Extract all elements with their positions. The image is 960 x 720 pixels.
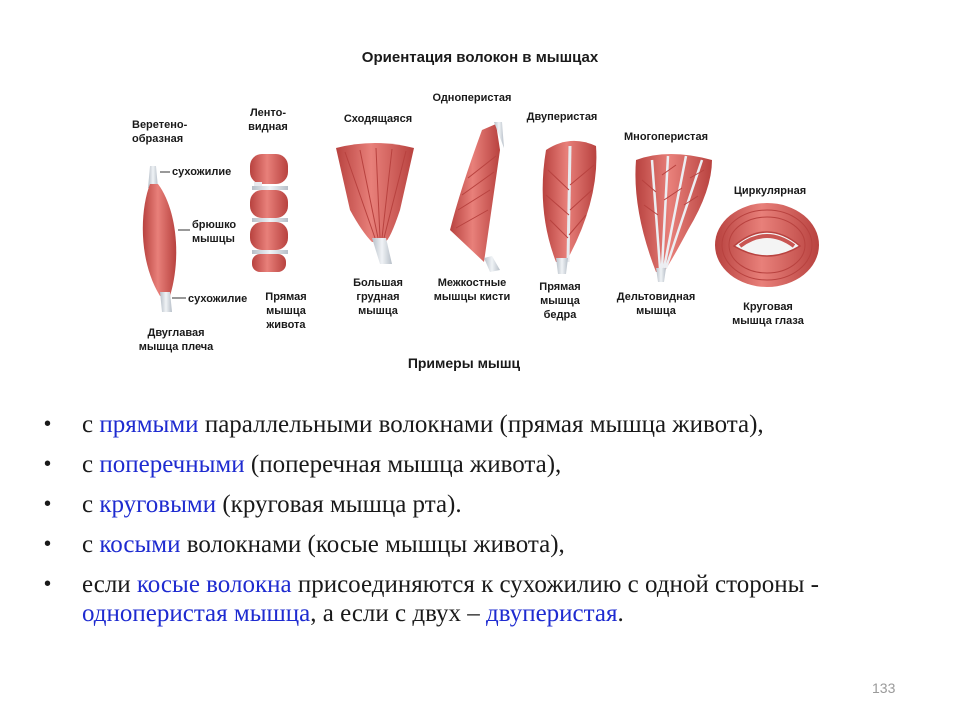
example-biceps-2: мышца плеча xyxy=(139,341,214,353)
bullet-text: (поперечная мышца живота), xyxy=(244,451,562,478)
type-label-fusiform-1: Веретено- xyxy=(132,119,188,131)
part-label-belly-2: мышцы xyxy=(192,233,235,245)
example-interossei-1: Межкостные xyxy=(438,277,507,289)
strap-muscle-illustration xyxy=(250,154,288,272)
example-interossei-2: мышцы кисти xyxy=(434,291,510,303)
bullet-marker: • xyxy=(44,413,52,435)
part-label-tendon-top: сухожилие xyxy=(172,166,231,178)
example-rectus-abd-1: Прямая xyxy=(265,291,306,303)
bullet-text: с xyxy=(82,531,100,558)
figure-title: Ориентация волокон в мышцах xyxy=(362,49,599,66)
multipennate-muscle-illustration xyxy=(635,154,712,282)
example-rectus-fem-2: мышца xyxy=(540,295,581,307)
example-orbicularis-1: Круговая xyxy=(743,301,793,313)
bullet-text: с xyxy=(82,451,100,478)
bullet-text: с xyxy=(82,491,100,518)
figure-footer: Примеры мышц xyxy=(408,355,521,371)
convergent-muscle-illustration xyxy=(336,143,414,264)
example-deltoid-2: мышца xyxy=(636,305,677,317)
type-label-circular: Циркулярная xyxy=(734,185,806,197)
example-rectus-abd-3: живота xyxy=(265,319,306,331)
bullet-highlight: двуперистая xyxy=(486,600,618,627)
type-label-unipennate: Одноперистая xyxy=(433,92,512,104)
bullet-text: . xyxy=(617,600,624,627)
example-biceps-1: Двуглавая xyxy=(147,327,204,339)
part-label-belly-1: брюшко xyxy=(192,219,236,231)
bullet-item: • с поперечными (поперечная мышца живота… xyxy=(44,450,924,479)
bullet-highlight: косыми xyxy=(99,531,181,558)
example-rectus-fem-3: бедра xyxy=(544,309,578,321)
bullet-text: присоединяются к сухожилию с одной сторо… xyxy=(291,571,819,598)
bullet-text: с xyxy=(82,411,100,438)
bullet-highlight: поперечными xyxy=(99,451,245,478)
bullet-text: параллельными волокнами (прямая мышца жи… xyxy=(198,411,764,438)
fusiform-muscle-illustration xyxy=(142,166,177,312)
bullet-marker: • xyxy=(44,573,52,595)
example-pectoralis-2: грудная xyxy=(356,291,399,303)
example-rectus-abd-2: мышца xyxy=(266,305,307,317)
bullet-text: (круговая мышца рта). xyxy=(216,491,462,518)
bullet-highlight: прямыми xyxy=(99,411,199,438)
bullet-highlight: одноперистая мышца xyxy=(82,600,311,627)
example-orbicularis-2: мышца глаза xyxy=(732,315,805,327)
bullet-item: • с круговыми (круговая мышца рта). xyxy=(44,490,924,519)
bullet-text: , а если с двух – xyxy=(310,600,487,627)
type-label-multipennate: Многоперистая xyxy=(624,131,708,143)
example-rectus-fem-1: Прямая xyxy=(539,281,580,293)
bullet-item: • с прямыми параллельными волокнами (пря… xyxy=(44,410,924,439)
unipennate-muscle-illustration xyxy=(450,122,504,272)
bullet-item: • если косые волокна присоединяются к су… xyxy=(44,570,924,628)
bullet-text: волокнами (косые мышцы живота), xyxy=(180,531,565,558)
example-pectoralis-1: Большая xyxy=(353,277,403,289)
bullet-marker: • xyxy=(44,453,52,475)
bullet-text: если xyxy=(82,571,137,598)
bipennate-muscle-illustration xyxy=(542,140,597,274)
example-deltoid-1: Дельтовидная xyxy=(617,291,696,303)
bullet-marker: • xyxy=(44,533,52,555)
page-number: 133 xyxy=(872,680,896,696)
example-pectoralis-3: мышца xyxy=(358,305,399,317)
part-label-tendon-bottom: сухожилие xyxy=(188,293,247,305)
type-label-convergent: Сходящаяся xyxy=(344,113,412,125)
circular-muscle-illustration xyxy=(715,203,819,287)
type-label-fusiform-2: образная xyxy=(132,133,183,145)
bullet-list: • с прямыми параллельными волокнами (пря… xyxy=(44,410,924,639)
bullet-item: • с косыми волокнами (косые мышцы живота… xyxy=(44,530,924,559)
type-label-strap-2: видная xyxy=(248,121,288,133)
type-label-bipennate: Двуперистая xyxy=(527,111,598,123)
bullet-highlight: круговыми xyxy=(99,491,217,518)
bullet-marker: • xyxy=(44,493,52,515)
bullet-highlight: косые волокна xyxy=(136,571,292,598)
muscle-fiber-diagram: Ориентация волокон в мышцах Веретено- об… xyxy=(132,49,819,371)
type-label-strap-1: Ленто- xyxy=(250,107,286,119)
